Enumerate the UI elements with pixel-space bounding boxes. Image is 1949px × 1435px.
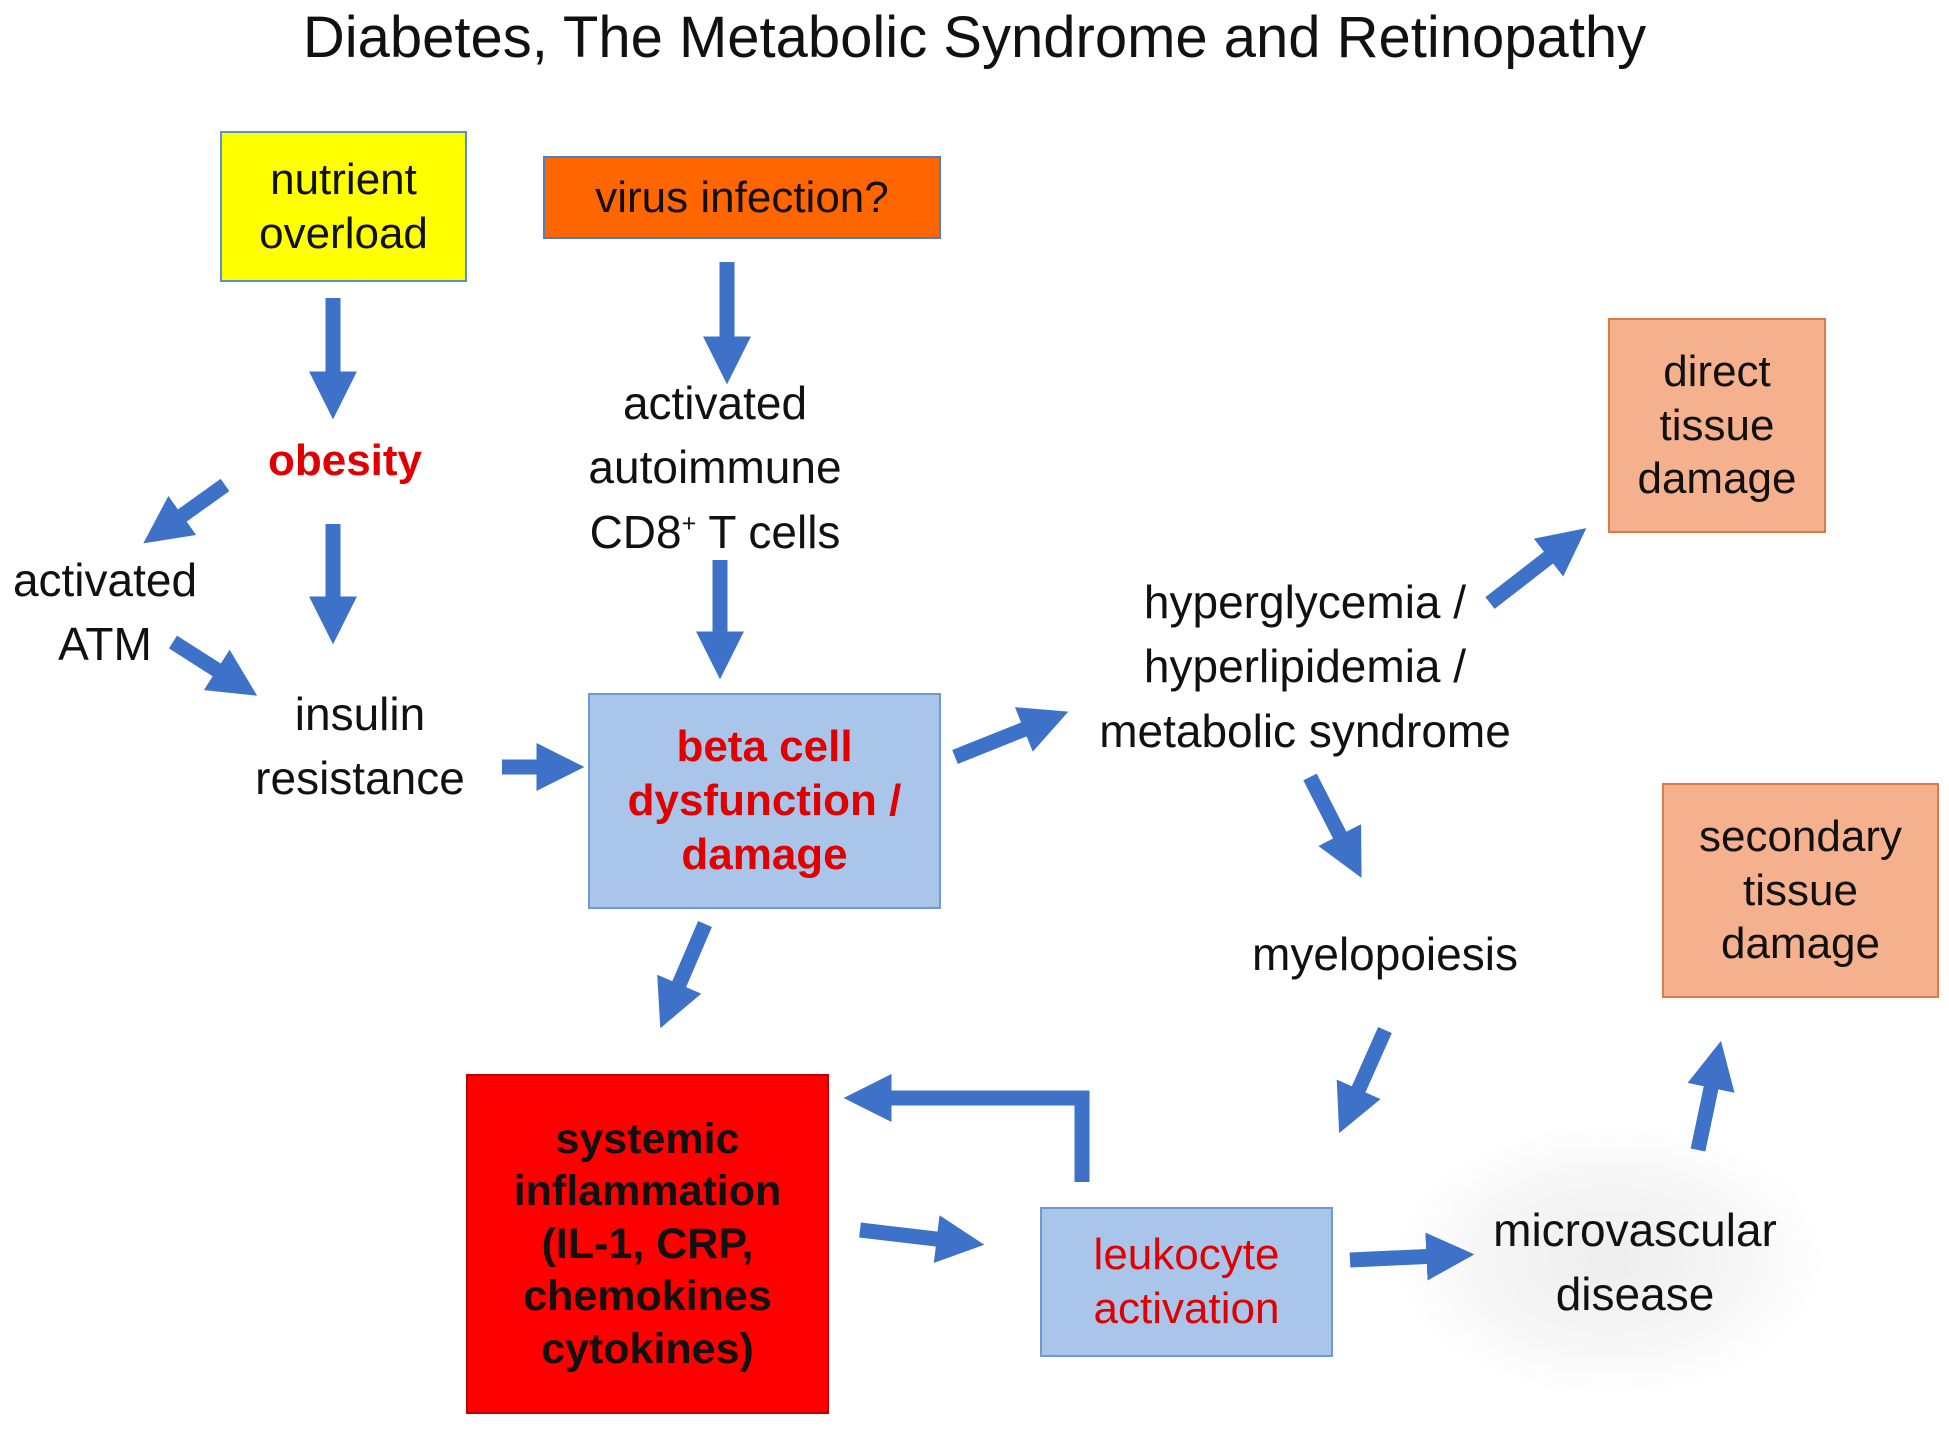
secondary-damage-line-2: tissue bbox=[1743, 865, 1858, 915]
leukocyte-activation-box: leukocyte activation bbox=[1040, 1207, 1333, 1357]
microvascular-line-2: disease bbox=[1555, 1268, 1715, 1321]
insulin-resistance-label: insulin resistance bbox=[240, 682, 480, 811]
arrow-atm-to-insulin bbox=[168, 635, 258, 696]
activated-atm-line-2: ATM bbox=[58, 618, 152, 671]
arrow-beta-to-inflammation bbox=[657, 921, 712, 1029]
secondary-tissue-damage-box: secondary tissue damage bbox=[1662, 783, 1939, 998]
direct-damage-line-1: direct bbox=[1663, 346, 1771, 396]
leukocyte-line-1: leukocyte bbox=[1093, 1230, 1280, 1280]
leukocyte-line-2: activation bbox=[1093, 1284, 1280, 1333]
hyperglycemia-line-3: metabolic syndrome bbox=[1099, 704, 1511, 757]
arrow-inflammation-to-leukocyte bbox=[859, 1215, 985, 1263]
beta-cell-line-3: damage bbox=[681, 829, 848, 879]
autoimmune-cells-label: activated autoimmune CD8+ T cells bbox=[555, 371, 875, 564]
inflammation-line-5: cytokines) bbox=[541, 1324, 754, 1373]
beta-cell-line-2: dysfunction / bbox=[627, 776, 902, 826]
activated-atm-label: activated ATM bbox=[0, 548, 210, 677]
hyperglycemia-label: hyperglycemia / hyperlipidemia / metabol… bbox=[1070, 570, 1540, 763]
insulin-resistance-line-2: resistance bbox=[255, 752, 465, 805]
arrow-microvascular-to-secondary bbox=[1687, 1040, 1735, 1152]
inflammation-line-3: (IL-1, CRP, bbox=[541, 1219, 754, 1268]
secondary-damage-line-1: secondary bbox=[1698, 811, 1902, 861]
direct-damage-line-2: tissue bbox=[1659, 400, 1775, 450]
autoimmune-line-2: autoimmune bbox=[588, 441, 842, 494]
autoimmune-line-3: CD8+ T cells bbox=[555, 500, 875, 564]
inflammation-line-4: chemokines bbox=[523, 1272, 772, 1321]
beta-cell-line-1: beta cell bbox=[676, 722, 853, 772]
diagram-title: Diabetes, The Metabolic Syndrome and Ret… bbox=[302, 5, 1647, 70]
direct-damage-line-3: damage bbox=[1637, 454, 1797, 504]
nutrient-overload-box: nutrient overload bbox=[220, 131, 467, 282]
secondary-damage-line-3: damage bbox=[1720, 919, 1880, 969]
hyperglycemia-line-2: hyperlipidemia / bbox=[1143, 640, 1467, 693]
t-cells-text: T cells bbox=[696, 505, 841, 558]
virus-infection-box: virus infection? bbox=[543, 156, 941, 239]
nutrient-overload-line-1: nutrient bbox=[270, 154, 417, 204]
systemic-inflammation-box: systemic inflammation (IL-1, CRP, chemok… bbox=[466, 1074, 829, 1414]
nutrient-overload-line-2: overload bbox=[259, 208, 428, 258]
microvascular-disease-label: microvascular disease bbox=[1470, 1198, 1800, 1327]
cd8-text: CD8 bbox=[589, 505, 682, 558]
insulin-resistance-line-1: insulin bbox=[294, 688, 426, 740]
arrow-hyperglycemia-to-myelopoiesis bbox=[1303, 773, 1362, 878]
autoimmune-line-1: activated bbox=[622, 377, 808, 429]
arrow-obesity-to-atm bbox=[143, 478, 230, 544]
arrow-myelopoiesis-to-leukocyte bbox=[1336, 1026, 1392, 1134]
microvascular-line-1: microvascular bbox=[1493, 1204, 1777, 1256]
arrow-hyperglycemia-to-direct bbox=[1485, 528, 1587, 609]
obesity-label: obesity bbox=[267, 436, 423, 485]
arrow-leukocyte-to-inflammation bbox=[843, 1073, 1090, 1182]
activated-atm-line-1: activated bbox=[12, 554, 198, 606]
cd8-superscript: + bbox=[681, 509, 697, 538]
arrow-beta-to-hyperglycemia bbox=[952, 707, 1069, 764]
myelopoiesis-label: myelopoiesis bbox=[1252, 928, 1518, 980]
virus-infection-label: virus infection? bbox=[595, 172, 889, 222]
direct-tissue-damage-box: direct tissue damage bbox=[1608, 318, 1826, 533]
hyperglycemia-line-1: hyperglycemia / bbox=[1143, 576, 1467, 628]
beta-cell-box: beta cell dysfunction / damage bbox=[588, 693, 941, 909]
inflammation-line-1: systemic bbox=[555, 1114, 740, 1163]
arrow-leukocyte-to-microvascular bbox=[1349, 1232, 1475, 1281]
inflammation-line-2: inflammation bbox=[513, 1167, 782, 1216]
